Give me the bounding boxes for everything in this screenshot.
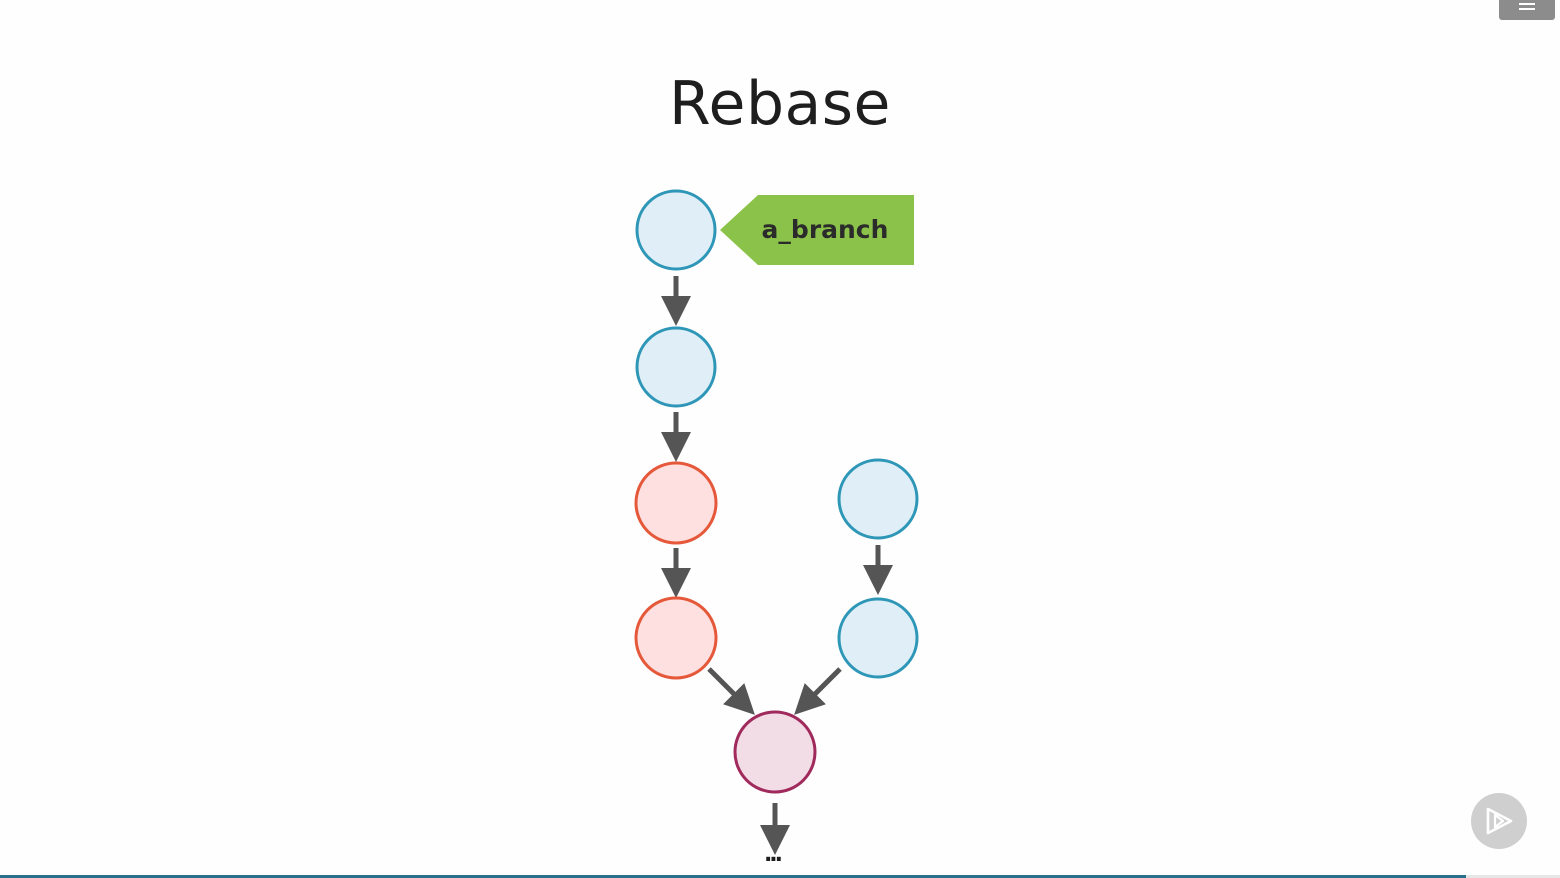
merge-commit-node [733,710,817,794]
commit-node-red [634,596,718,680]
play-button[interactable] [1471,793,1527,849]
commit-node-red [634,461,718,545]
commit-node-blue [837,458,919,540]
branch-label-background [720,195,914,265]
continuation-ellipsis: ... [764,842,782,867]
play-icon [1486,807,1513,835]
slide-title: Rebase [669,69,891,139]
progress-bar[interactable] [0,875,1560,878]
commit-node-blue [635,326,717,408]
hamburger-menu-icon [1519,2,1535,15]
arrows [661,276,893,855]
arrow-commit4-to-merge [707,667,755,715]
arrow-right2-to-merge [794,667,842,715]
progress-bar-fill [0,875,1467,878]
menu-button[interactable] [1499,0,1555,20]
branch-label-text: a_branch [762,215,889,244]
commit-node-blue [837,597,919,679]
commit-node-blue [635,189,717,271]
branch-label-tag: a_branch [720,195,914,265]
